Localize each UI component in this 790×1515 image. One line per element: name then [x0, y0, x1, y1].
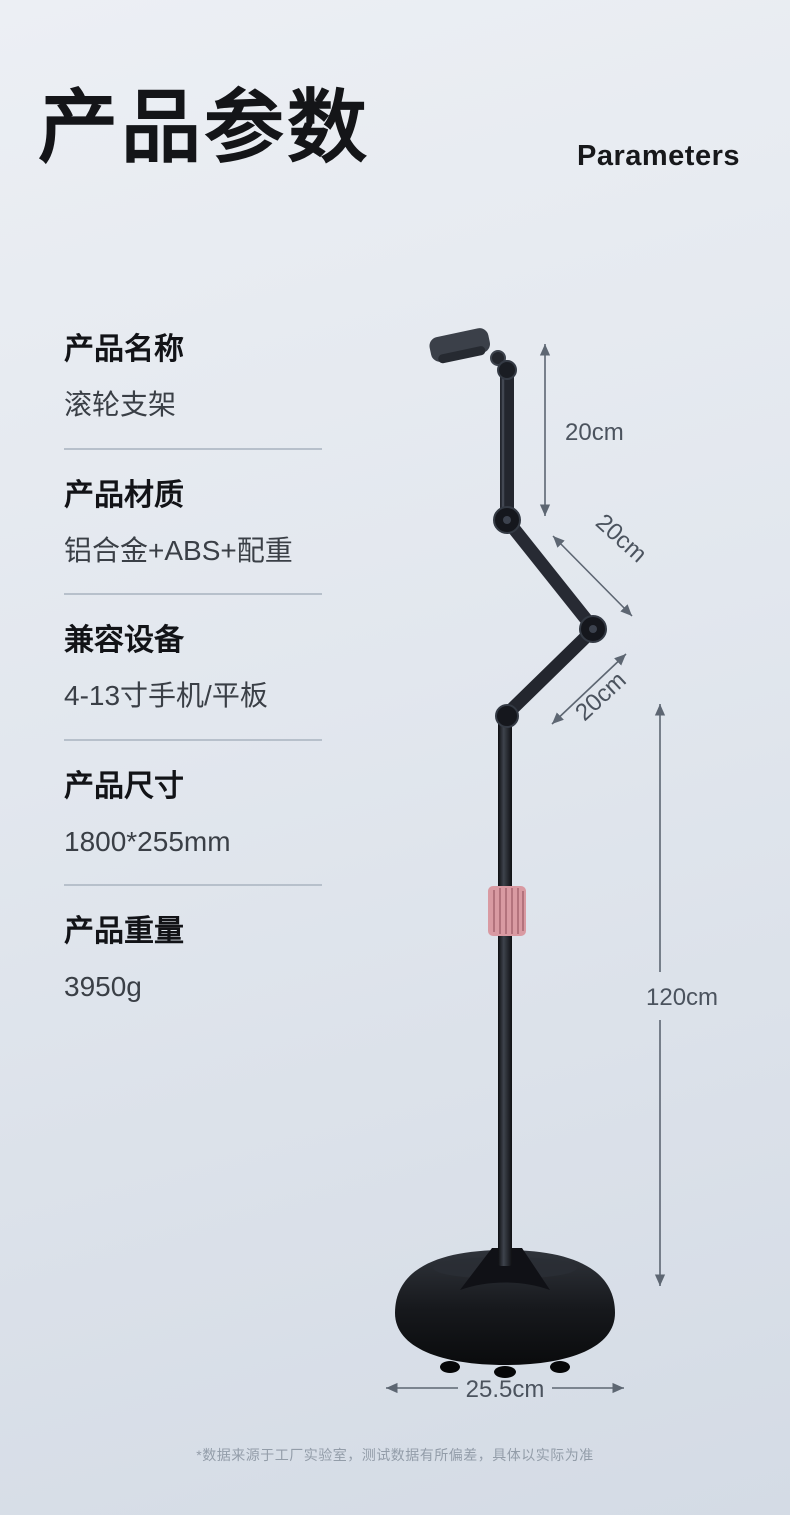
dim-label-base: 25.5cm: [466, 1376, 545, 1403]
spec-label: 产品重量: [64, 915, 184, 949]
caster-foot: [494, 1366, 516, 1378]
dimension-annotations: 20cm 20cm 20cm 120cm 25.5cm: [386, 344, 718, 1403]
dimension-arrow-lower-arm: [551, 653, 627, 725]
spec-label: 兼容设备: [64, 624, 184, 658]
spec-list: 产品名称 滚轮支架 产品材质 铝合金+ABS+配重 兼容设备 4-13寸手机/平…: [64, 332, 322, 1058]
spec-row-weight: 产品重量 3950g: [64, 914, 322, 1030]
spec-label: 产品名称: [64, 333, 184, 366]
spec-row-product-name: 产品名称 滚轮支架: [64, 332, 322, 450]
arm-middle-segment: [500, 513, 600, 635]
caster-foot: [440, 1361, 460, 1373]
stand-base: [395, 1250, 615, 1365]
dimension-arrow-middle-arm: [552, 535, 633, 617]
grip-ribs: [493, 888, 524, 934]
dim-label-upper-arm: 20cm: [565, 419, 624, 446]
dim-label-pole: 120cm: [646, 984, 718, 1011]
spec-value: 1800*255mm: [64, 825, 231, 857]
arm-joint-cap: [503, 516, 511, 524]
spec-value: 3950g: [64, 971, 142, 1003]
page-subtitle: Parameters: [577, 140, 740, 172]
spec-row-material: 产品材质 铝合金+ABS+配重: [64, 478, 322, 596]
spec-value: 铝合金+ABS+配重: [64, 534, 293, 566]
page-title: 产品参数: [38, 83, 370, 172]
spec-label: 产品尺寸: [64, 769, 184, 803]
arm-lower-segment: [500, 623, 600, 721]
phone-clamp: [429, 328, 491, 364]
base-cone: [460, 1248, 550, 1290]
dim-label-middle-arm: 20cm: [590, 509, 652, 568]
arm-joint-cap: [589, 625, 597, 633]
stand-pole: [498, 716, 512, 1266]
stand-illustration: [395, 328, 615, 1378]
product-stand-figure: 20cm 20cm 20cm 120cm 25.5cm: [386, 328, 718, 1403]
caster-foot: [550, 1361, 570, 1373]
arm-top-joint: [497, 360, 517, 380]
clamp-knob: [490, 350, 506, 366]
footnote: *数据来源于工厂实验室，测试数据有所偏差，具体以实际为准: [196, 1447, 594, 1463]
spec-row-compatibility: 兼容设备 4-13寸手机/平板: [64, 623, 322, 741]
spec-value: 4-13寸手机/平板: [64, 680, 268, 712]
spec-value: 滚轮支架: [64, 389, 177, 420]
arm-joint: [495, 704, 519, 728]
product-figure: 20cm 20cm 20cm 120cm 25.5cm: [370, 320, 790, 1440]
spec-row-size: 产品尺寸 1800*255mm: [64, 769, 322, 887]
spec-label: 产品材质: [64, 478, 184, 512]
dim-label-lower-arm: 20cm: [570, 667, 631, 727]
